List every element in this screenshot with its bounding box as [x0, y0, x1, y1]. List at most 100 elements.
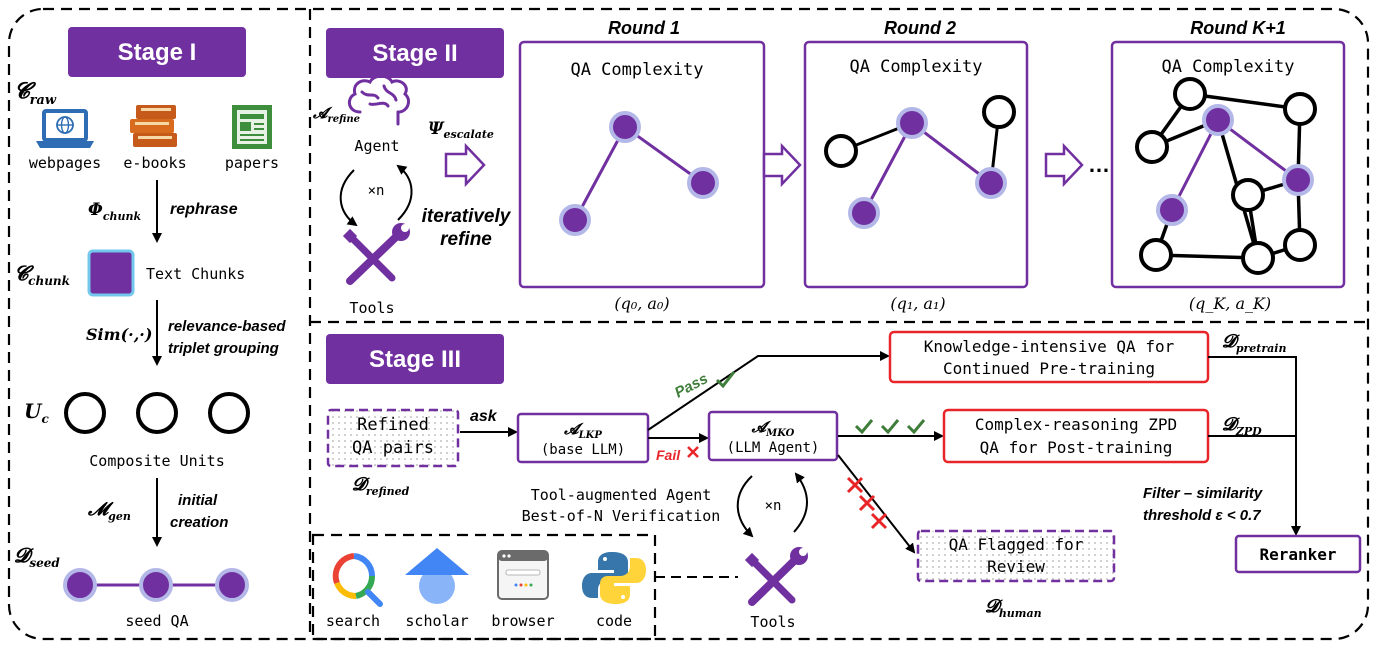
tool-code-label: code — [596, 612, 632, 630]
svg-text:Stage III: Stage III — [369, 346, 461, 373]
cross-icon — [846, 476, 888, 530]
svg-text:(LLM Agent): (LLM Agent) — [727, 440, 820, 456]
svg-text:Knowledge-intensive QA for: Knowledge-intensive QA for — [924, 337, 1175, 356]
loop-arrow-down — [736, 475, 754, 538]
source-papers: papers — [225, 154, 279, 172]
round-k-panel: QA Complexity — [1110, 40, 1346, 289]
composite-node — [136, 392, 178, 434]
chunk-square — [87, 249, 135, 297]
sim-symbol: Sim(·,·) — [86, 325, 152, 344]
pass-arrow — [647, 351, 890, 431]
round-2-pair: (q₁, a₁) — [890, 294, 945, 313]
review-arrow — [837, 454, 916, 554]
source-webpages: webpages — [29, 154, 101, 172]
loop-arrow-up — [396, 164, 413, 221]
filter-label-2: threshold ε < 0.7 — [1143, 507, 1261, 524]
round-2-title: Round 2 — [884, 18, 956, 38]
d-human-symbol: 𝓓human — [985, 596, 1042, 620]
d-refined-symbol: 𝓓refined — [352, 474, 410, 498]
c-raw-symbol: 𝓒raw — [14, 78, 57, 108]
svg-text:Stage II: Stage II — [372, 40, 457, 67]
tool-icons-panel — [311, 533, 657, 641]
escalate-arrow — [444, 142, 486, 188]
google-search-icon — [332, 553, 383, 607]
ellipsis: … — [1088, 152, 1110, 177]
d-pretrain-symbol: 𝓓pretrain — [1222, 331, 1286, 355]
times-n-label: ×n — [368, 183, 385, 199]
c-chunk-symbol: 𝓒chunk — [14, 261, 70, 288]
checkmark-icon — [854, 419, 926, 435]
tool-search-label: search — [326, 612, 380, 630]
wrench-screwdriver-icon — [744, 547, 808, 606]
books-icon — [130, 105, 177, 147]
svg-text:QA Flagged for: QA Flagged for — [949, 535, 1084, 554]
tool-augmented-label-2: Best-of-N Verification — [522, 507, 721, 525]
cross-icon — [687, 446, 699, 458]
relevance-label-2: triplet grouping — [168, 340, 279, 357]
refine-label: refine — [440, 229, 492, 250]
tool-scholar-label: scholar — [405, 612, 468, 630]
round-1-pair: (q₀, a₀) — [614, 294, 669, 313]
rephrase-label: rephrase — [170, 201, 238, 218]
agent-label: Agent — [354, 137, 399, 155]
round-arrow — [1044, 142, 1084, 188]
fail-label: Fail — [656, 447, 681, 463]
round-1-title: Round 1 — [608, 18, 680, 38]
flagged-review-box: QA Flagged for Review — [916, 529, 1116, 583]
loop-arrow-down — [339, 169, 358, 227]
lkp-box: 𝓐LKP (base LLM) — [516, 412, 650, 464]
composite-node — [208, 392, 250, 434]
svg-text:Reranker: Reranker — [1259, 545, 1336, 564]
browser-window-icon — [497, 550, 549, 600]
checkmark-icon — [715, 371, 736, 389]
tools-label: Tools — [750, 613, 795, 631]
tools-label: Tools — [349, 299, 394, 317]
brain-icon — [347, 74, 410, 126]
phi-chunk-symbol: Φchunk — [88, 200, 142, 223]
stage-1-header: Stage I — [68, 27, 246, 77]
refined-qa-box: Refined QA pairs — [326, 408, 460, 468]
reranker-box: Reranker — [1234, 534, 1362, 574]
svg-text:Refined: Refined — [357, 415, 429, 435]
mko-box: 𝓐MKO (LLM Agent) — [707, 410, 839, 462]
round-2-panel: QA Complexity — [803, 40, 1029, 289]
iteratively-label: iteratively — [422, 206, 512, 227]
filter-label-1: Filter – similarity — [1143, 485, 1263, 502]
round-arrow — [762, 142, 802, 188]
wrench-screwdriver-icon — [342, 223, 410, 285]
d-seed-symbol: 𝓓seed — [14, 543, 60, 570]
u-c-symbol: Uc — [24, 399, 49, 426]
svg-text:(base LLM): (base LLM) — [541, 442, 625, 458]
creation-label: creation — [170, 514, 228, 531]
svg-text:Stage I: Stage I — [118, 39, 197, 66]
round-1-panel: QA Complexity — [518, 40, 766, 289]
initial-label: initial — [178, 492, 218, 509]
seed-qa-label: seed QA — [125, 612, 188, 630]
globe-laptop-icon — [36, 109, 94, 148]
tool-browser-label: browser — [491, 612, 554, 630]
qa-complexity-label: QA Complexity — [849, 57, 982, 77]
scholar-cap-icon — [405, 548, 469, 604]
stage-3-header: Stage III — [326, 334, 504, 384]
relevance-label-1: relevance-based — [168, 318, 286, 335]
tool-augmented-label-1: Tool-augmented Agent — [531, 486, 712, 504]
round-k-pair: (q_K, a_K) — [1189, 294, 1271, 313]
svg-text:Review: Review — [987, 557, 1045, 576]
pass-label: Pass — [672, 370, 711, 401]
psi-escalate-symbol: Ψescalate — [428, 119, 494, 141]
svg-text:Complex-reasoning ZPD: Complex-reasoning ZPD — [975, 415, 1177, 434]
newspaper-icon — [232, 105, 272, 149]
svg-text:QA pairs: QA pairs — [352, 438, 434, 458]
qa-complexity-label: QA Complexity — [570, 60, 703, 80]
seed-qa-graph — [63, 568, 249, 602]
m-gen-symbol: 𝓜gen — [87, 499, 131, 523]
svg-text:QA for Post-training: QA for Post-training — [980, 438, 1173, 457]
composite-units-label: Composite Units — [89, 452, 224, 470]
a-refine-symbol: 𝓐refine — [312, 104, 360, 125]
outer-frame — [7, 7, 1370, 641]
d-zpd-symbol: 𝓓ZPD — [1222, 414, 1262, 438]
python-icon — [582, 552, 646, 604]
complex-reasoning-box: Complex-reasoning ZPD QA for Post-traini… — [942, 408, 1210, 464]
ask-label: ask — [470, 408, 498, 425]
loop-arrow-up — [793, 472, 808, 533]
